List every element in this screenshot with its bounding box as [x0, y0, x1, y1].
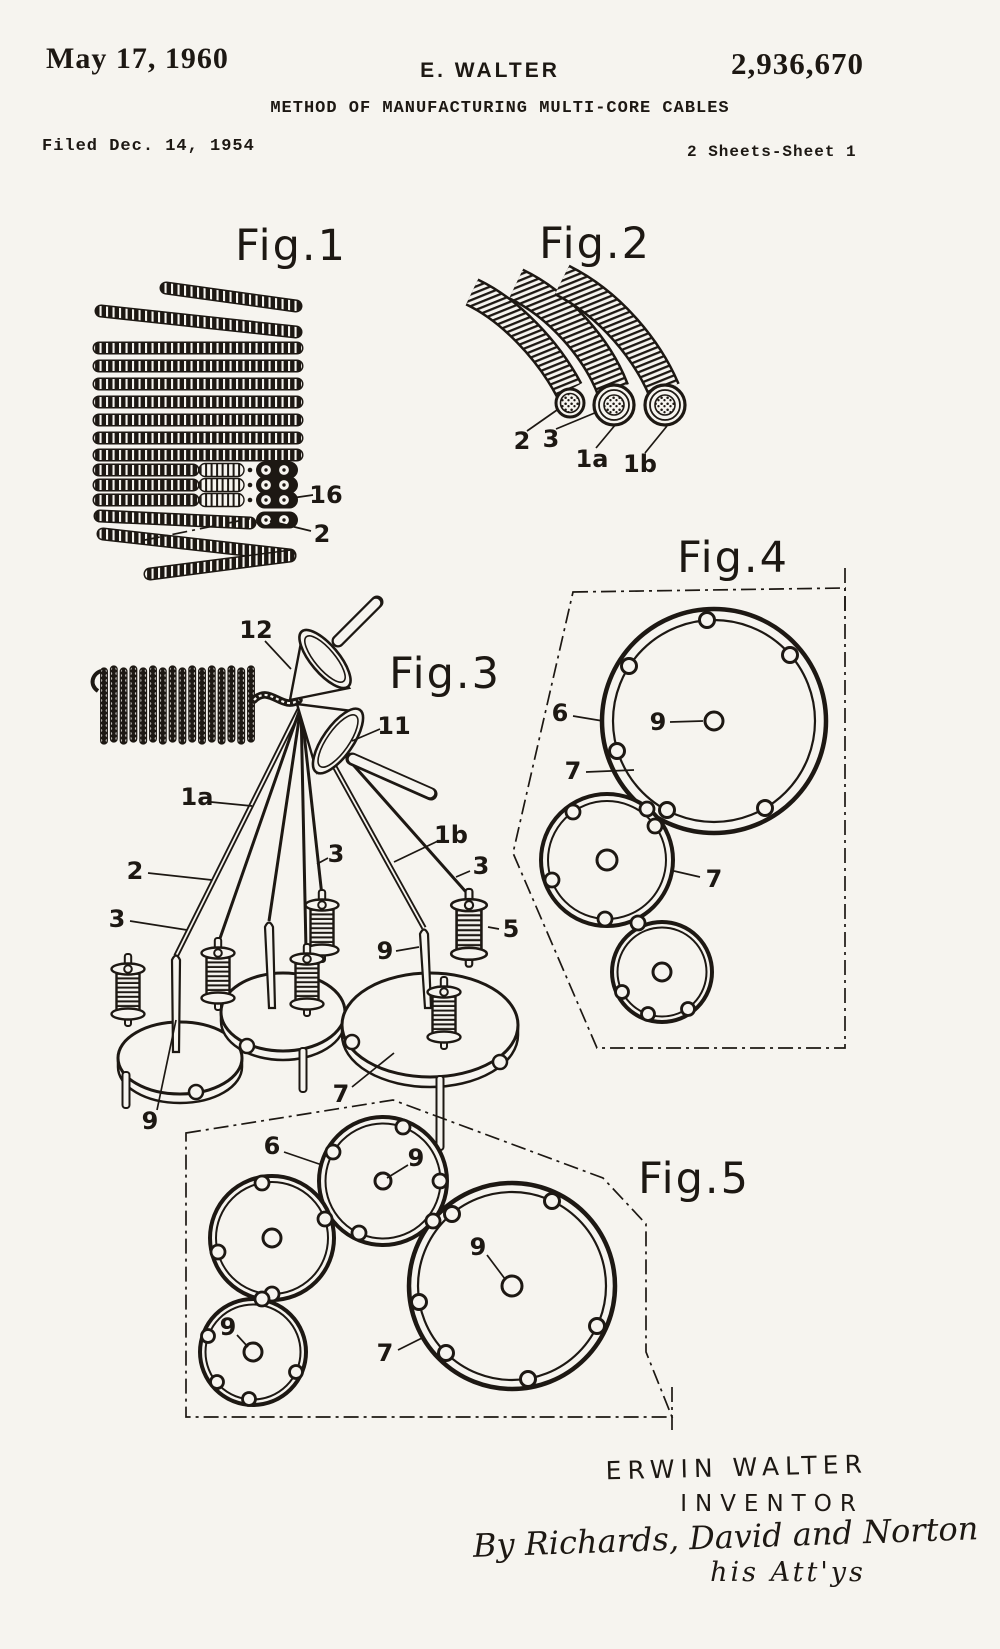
fig3-ref-9-right: 9 — [377, 937, 394, 965]
fig3-machine-drawing: Fig.3 12 11 1a 2 3 3 1b 3 5 9 9 7 — [90, 595, 520, 1151]
attorney-suffix: his Att'ys — [710, 1557, 866, 1588]
fig1-spring-turns — [92, 281, 304, 581]
fig3-ref-9-left: 9 — [142, 1107, 159, 1135]
fig5-ref-9-right: 9 — [470, 1233, 487, 1261]
fig3-ref-3-mid: 3 — [328, 840, 345, 868]
fig5-left-disc — [208, 1174, 336, 1303]
fig4-ref-9: 9 — [650, 708, 667, 736]
fig4-large-disc — [599, 606, 829, 836]
fig5-ref-7: 7 — [377, 1339, 394, 1367]
fig3-ref-1b: 1b — [434, 821, 468, 849]
fig3-title: Fig.3 — [389, 649, 501, 699]
fig1-title: Fig.1 — [235, 221, 347, 271]
fig2-ref-3: 3 — [543, 425, 560, 453]
fig1-centerline — [144, 517, 254, 541]
fig3-upper-roller — [288, 595, 384, 702]
fig3-ref-5: 5 — [503, 915, 520, 943]
patent-issue-date: May 17, 1960 — [46, 42, 229, 75]
filed-date-line: Filed Dec. 14, 1954 — [42, 137, 255, 156]
fig3-ref-3-right: 3 — [473, 852, 490, 880]
patent-number: 2,936,670 — [731, 46, 864, 81]
fig4-contact-nub-lower — [629, 914, 647, 932]
fig5-ref-9-top: 9 — [408, 1144, 425, 1172]
fig4-contact-nub-upper — [638, 800, 656, 818]
fig3-ref-3-left: 3 — [109, 905, 126, 933]
fig3-lower-roller — [295, 702, 438, 801]
fig4-small-disc — [610, 920, 714, 1024]
fig5-contact-nub-left — [253, 1290, 271, 1308]
fig4-ref-7-lower: 7 — [706, 865, 723, 893]
fig5-ref-6: 6 — [264, 1132, 281, 1160]
inventor-abbrev: E. WALTER — [420, 59, 560, 82]
fig3-ref-1a: 1a — [181, 783, 214, 811]
fig3-ref-12: 12 — [239, 616, 272, 644]
inventor-name-signature: ERWIN WALTER — [605, 1450, 868, 1486]
fig4-medium-disc — [539, 792, 675, 928]
fig5-large-disc — [406, 1180, 618, 1392]
fig1-cable-cross-sections — [198, 461, 298, 529]
sheet-count-line: 2 Sheets-Sheet 1 — [687, 143, 857, 161]
fig2-title: Fig.2 — [539, 219, 651, 269]
fig1-ref-16: 16 — [309, 481, 342, 509]
fig3-ref-7: 7 — [333, 1080, 350, 1108]
fig1-ref-2: 2 — [314, 520, 331, 548]
fig4-discs-drawing: Fig.4 6 9 7 7 — [512, 533, 846, 1049]
fig3-ref-11: 11 — [377, 712, 410, 740]
fig1-coil-drawing: Fig.1 16 2 — [92, 221, 347, 581]
fig5-discs-drawing: Fig.5 6 9 9 9 7 — [185, 1099, 750, 1432]
fig4-ref-7-upper: 7 — [565, 757, 582, 785]
signature-block: ERWIN WALTER INVENTOR By Richards, David… — [471, 1450, 979, 1588]
fig5-contact-nub-right — [424, 1212, 442, 1230]
fig2-ref-2: 2 — [514, 427, 531, 455]
fig4-title: Fig.4 — [677, 533, 789, 583]
fig2-cables-drawing: Fig.2 2 3 1a 1b — [465, 219, 687, 478]
fig2-ref-1a: 1a — [576, 445, 609, 473]
fig3-guide-pins — [170, 921, 433, 1054]
fig3-ref-2: 2 — [127, 857, 144, 885]
fig2-ref-1b: 1b — [623, 450, 657, 478]
fig4-ref-6: 6 — [552, 699, 569, 727]
fig5-title: Fig.5 — [638, 1154, 750, 1204]
inventor-role: INVENTOR — [680, 1491, 864, 1517]
fig3-feed-coil — [90, 665, 303, 745]
fig5-bottom-left-disc — [198, 1297, 308, 1407]
fig5-ref-9-bottom-left: 9 — [220, 1313, 237, 1341]
fig5-top-disc — [317, 1115, 449, 1247]
patent-title: METHOD OF MANUFACTURING MULTI-CORE CABLE… — [270, 99, 730, 118]
